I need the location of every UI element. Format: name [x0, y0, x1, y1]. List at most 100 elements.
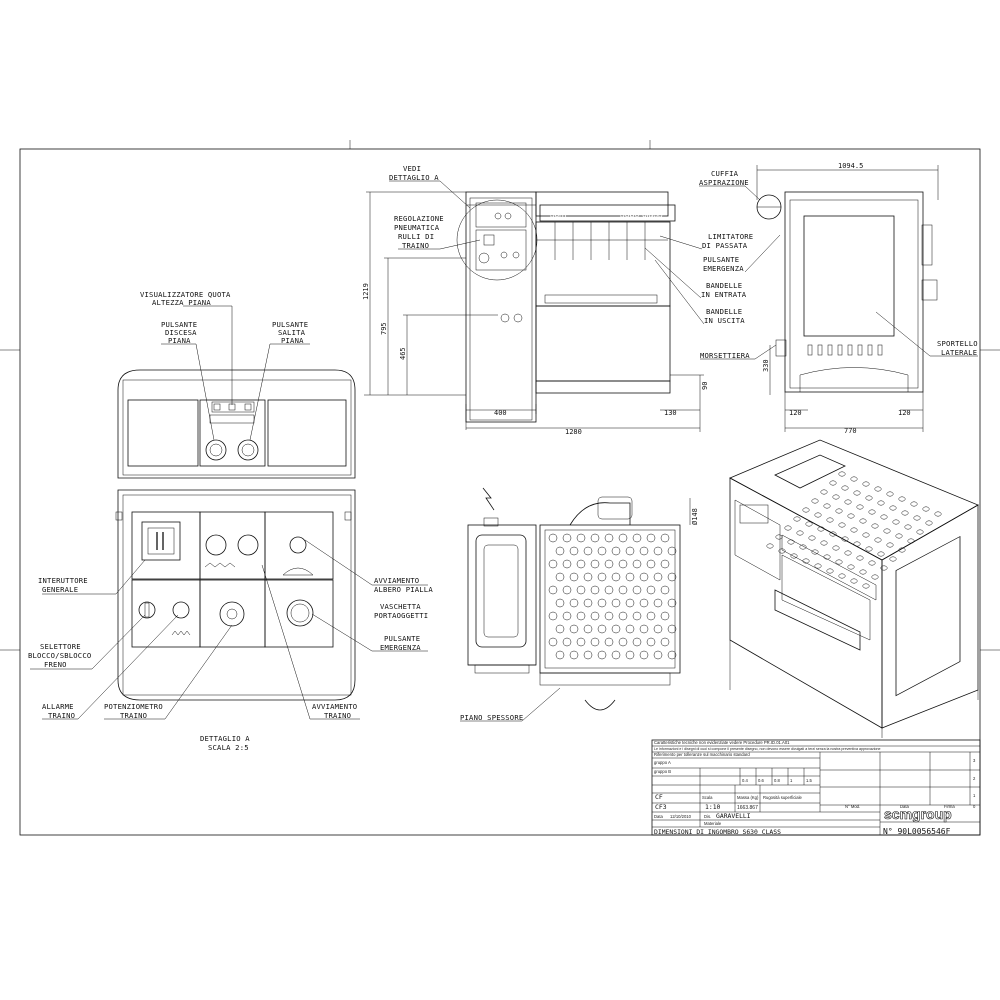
- thickness-table: [774, 589, 861, 651]
- emergency-button-detail[interactable]: [286, 599, 314, 627]
- tb-row-d-3: 0.8: [774, 778, 780, 783]
- tb-firma: Firma: [944, 804, 955, 809]
- down-button[interactable]: [205, 439, 227, 461]
- table-hole: [548, 611, 558, 621]
- title-block: [651, 739, 981, 836]
- side-view: [756, 191, 938, 393]
- table-hole: [660, 637, 670, 647]
- brake-selector[interactable]: [138, 601, 156, 619]
- label-allarme-1: ALLARME: [42, 702, 74, 711]
- label-cuffia-1: CUFFIA: [711, 169, 739, 178]
- table-hole: [823, 503, 831, 509]
- table-hole: [569, 624, 579, 634]
- table-hole: [667, 624, 677, 634]
- table-hole: [844, 499, 852, 505]
- table-hole: [874, 537, 882, 543]
- label-morsettiera: MORSETTIERA: [700, 351, 750, 360]
- table-hole: [653, 546, 663, 556]
- table-hole: [790, 553, 798, 559]
- label-visualizzatore-1: VISUALIZZATORE QUOTA: [140, 290, 231, 299]
- table-hole: [889, 556, 897, 562]
- table-hole: [576, 585, 586, 595]
- table-hole: [597, 624, 607, 634]
- table-hole: [583, 650, 593, 660]
- label-allarme-2: TRAINO: [48, 711, 75, 720]
- tb-row-d-1: 0.4: [742, 778, 748, 783]
- table-hole: [667, 598, 677, 608]
- planer-start-button[interactable]: [289, 536, 307, 554]
- table-hole: [889, 505, 897, 511]
- table-hole: [569, 546, 579, 556]
- label-selettore-2: BLOCCO/SBLOCCO: [28, 651, 91, 660]
- table-hole: [898, 547, 906, 553]
- label-interruttore-2: GENERALE: [42, 585, 78, 594]
- dim-90: 90: [701, 382, 709, 390]
- label-regolazione-4: TRAINO: [402, 241, 429, 250]
- tb-n-mod: N° Mod.: [845, 804, 860, 809]
- label-limitatore-2: DI PASSATA: [702, 241, 748, 250]
- label-regolazione-2: PNEUMATICA: [394, 223, 440, 232]
- feed-start-button[interactable]: [205, 534, 227, 556]
- label-vaschetta-1: VASCHETTA: [380, 602, 421, 611]
- table-hole: [604, 637, 614, 647]
- table-hole: [590, 611, 600, 621]
- table-hole: [562, 559, 572, 569]
- label-pot-2: TRAINO: [120, 711, 147, 720]
- table-hole: [811, 549, 819, 555]
- table-hole: [886, 542, 894, 548]
- top-view: [467, 496, 681, 711]
- tb-data-lbl: Data: [654, 814, 664, 819]
- label-emergenza-2: EMERGENZA: [703, 264, 744, 273]
- label-vedi-2: DETTAGLIO A: [389, 173, 439, 182]
- side-dimensions: [756, 165, 939, 432]
- table-hole: [618, 585, 628, 595]
- table-hole: [871, 574, 879, 580]
- label-interruttore-1: INTERUTTORE: [38, 576, 88, 585]
- table-hole: [877, 500, 885, 506]
- table-hole: [583, 546, 593, 556]
- table-hole: [865, 546, 873, 552]
- table-hole: [835, 559, 843, 565]
- label-emergenza-1: PULSANTE: [703, 255, 739, 264]
- table-hole: [802, 558, 810, 564]
- table-hole: [625, 572, 635, 582]
- table-hole: [838, 471, 846, 477]
- detail-title: DETTAGLIO A: [200, 734, 250, 743]
- table-hole: [862, 583, 870, 589]
- label-selettore-1: SELETTORE: [40, 642, 81, 651]
- detail-a-circle: [456, 199, 538, 281]
- tb-cf3: CF3: [655, 803, 667, 811]
- table-hole: [639, 598, 649, 608]
- table-hole: [646, 637, 656, 647]
- tb-group-b: gruppo B: [654, 769, 671, 774]
- table-hole: [826, 517, 834, 523]
- tb-rugosita-lbl: Rugosità superficiale: [763, 795, 803, 800]
- table-hole: [847, 564, 855, 570]
- table-hole: [576, 637, 586, 647]
- table-hole: [555, 624, 565, 634]
- tb-row-d-5: 1.5: [806, 778, 812, 783]
- tb-massa-lbl: Massa (Kg): [737, 795, 759, 800]
- table-hole: [868, 509, 876, 515]
- table-hole: [805, 521, 813, 527]
- table-hole: [590, 533, 600, 543]
- table-hole: [913, 515, 921, 521]
- table-hole: [604, 585, 614, 595]
- table-hole: [632, 533, 642, 543]
- table-hole: [856, 555, 864, 561]
- up-button[interactable]: [237, 439, 259, 461]
- label-regolazione-1: REGOLAZIONE: [394, 214, 444, 223]
- feed-stop-button[interactable]: [237, 534, 259, 556]
- tb-scale: 1:10: [705, 803, 721, 811]
- table-hole: [569, 598, 579, 608]
- tb-rev-2: 2: [973, 776, 976, 781]
- label-avv-albero-1: AVVIAMENTO: [374, 576, 419, 585]
- feed-potentiometer[interactable]: [219, 601, 245, 627]
- tb-ref: Riferimento per tolleranze sul macchinar…: [654, 752, 750, 757]
- table-hole: [850, 578, 858, 584]
- main-switch[interactable]: [141, 521, 181, 561]
- table-hole: [886, 491, 894, 497]
- table-hole: [907, 538, 915, 544]
- dim-770: 770: [844, 427, 857, 435]
- table-hole: [904, 524, 912, 530]
